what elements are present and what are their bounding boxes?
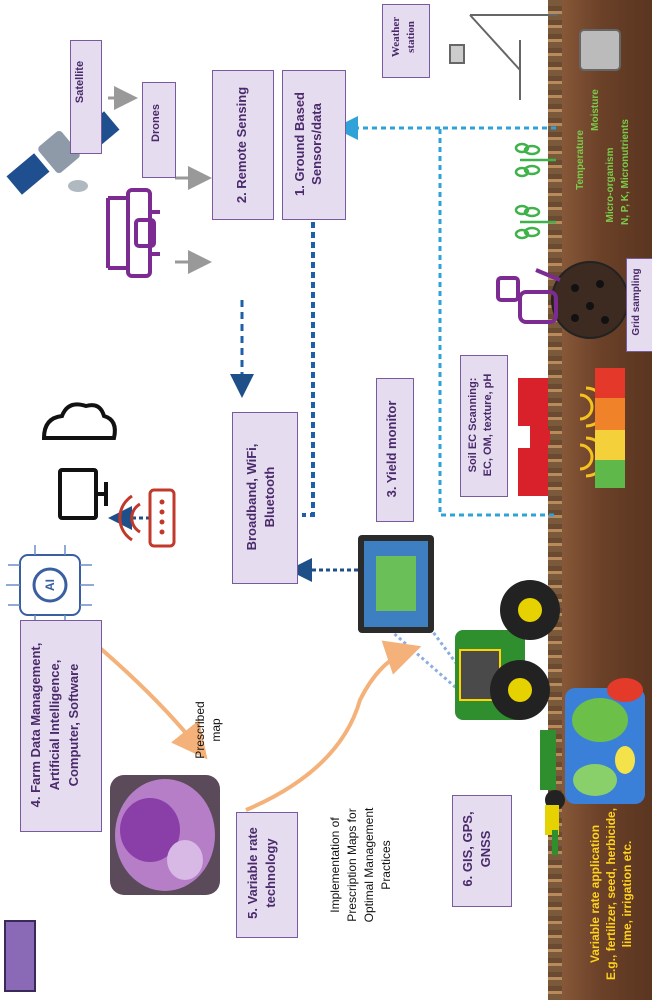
weather-station-box [382,4,430,78]
soil-ec-label-line1: Soil EC Scanning: [467,377,479,473]
applicator-icon [545,790,565,855]
implementation-text-line3: Optimal Management [362,807,376,923]
farm-data-label-line1: 4. Farm Data Management, [28,642,43,808]
soil-moisture-label: Moisture [590,89,601,131]
grid-sampling-box [626,258,652,352]
drone-icon [106,188,160,278]
soil-temperature-label: Temperature [575,130,586,190]
prescribed-map-label-line1: Prescribed [193,701,207,759]
weather-station-label-line2: station [405,21,417,53]
weather-station-icon [449,14,621,100]
yield-monitor-label: 3. Yield monitor [384,400,399,498]
cloud-computer-icon [41,402,117,520]
yield-monitor-box [376,378,414,522]
prescribed-map-image [110,775,220,895]
ai-chip-icon [6,545,94,625]
satellite-label: Satellite [74,60,86,104]
farm-data-box [20,620,102,832]
soil-ec-scanner-icon [518,378,607,496]
router-icon [118,488,176,548]
yield-monitor-tablet [358,535,434,633]
soil-ec-label-line2: EC, OM, texture, pH [482,373,494,477]
vrt-box [236,812,298,938]
implementation-text-line1: Implementation of [328,817,342,913]
satellite-icon [6,111,120,195]
drones-label: Drones [150,104,162,142]
plant-icons [514,142,556,240]
soil-ec-box [460,355,508,497]
soil-micro-label: Micro-organism [605,147,616,223]
vrt-label-line2: technology [263,838,278,908]
implementation-text-line4: Practices [379,840,393,890]
field-variability-map [565,678,645,804]
satellite-box [70,40,102,154]
broadband-label-line2: Bluetooth [262,466,277,528]
ec-map-strip [595,368,625,488]
broadband-box [232,412,298,584]
vra-label-line1: Variable rate application [588,824,602,964]
remote-sensing-box [212,70,274,220]
weather-station-label-line1: Weather [390,16,402,58]
remote-sensing-label: 2. Remote Sensing [234,86,249,204]
gis-box [452,795,512,907]
ground-sensors-label-line2: Sensors/data [309,103,324,185]
vrt-label-line1: 5. Variable rate [245,827,260,919]
soil-probe-icon [496,268,561,324]
ai-label: AI [43,579,57,591]
broadband-label-line1: Broadband, WiFi, [244,443,259,551]
implementation-text-line2: Prescription Maps for [345,808,359,922]
tractor-icon [455,580,560,790]
grid-sampling-label: Grid sampling [631,268,642,336]
drones-box [142,82,176,178]
vra-label-line2: E.g., fertilizer, seed, herbicide, [604,807,618,981]
prescribed-map-label-line2: map [209,718,223,742]
ground-sensors-label-line1: 1. Ground Based [292,91,307,197]
legend-swatch [4,920,36,992]
grid-sampling-icon [551,261,629,339]
ground-sensors-box [282,70,346,220]
soil-background [558,0,652,1000]
vra-label-line3: lime, irrigation etc. [620,840,634,948]
gis-label-line1: 6. GIS, GPS, [460,811,475,887]
gis-label-line2: GNSS [478,830,493,868]
farm-data-label-line3: Computer, Software [66,663,81,787]
farm-data-label-line2: Artificial Intelligence, [47,659,62,791]
soil-npk-label: N, P, K, Micronutrients [620,119,631,225]
